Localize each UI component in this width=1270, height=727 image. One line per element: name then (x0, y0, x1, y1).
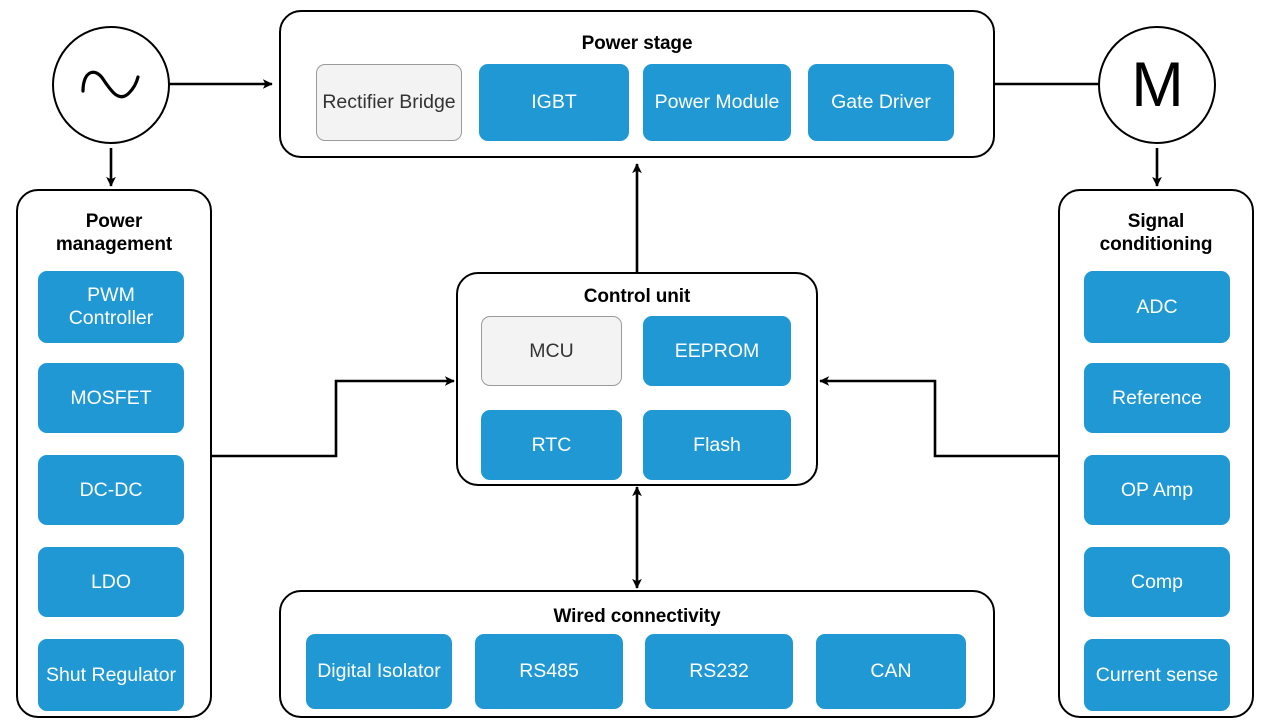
block-mosfet[interactable]: MOSFET (38, 363, 184, 433)
block-eeprom[interactable]: EEPROM (643, 316, 791, 386)
block-rtc[interactable]: RTC (481, 410, 622, 480)
block-rs485[interactable]: RS485 (475, 634, 623, 709)
motor[interactable]: M (1098, 26, 1216, 144)
block-can[interactable]: CAN (816, 634, 966, 709)
wire-signal-conditioning-to-control-unit (819, 376, 1058, 458)
group-wired-connectivity-title: Wired connectivity (553, 606, 721, 627)
block-flash[interactable]: Flash (643, 410, 791, 480)
block-igbt[interactable]: IGBT (479, 64, 629, 141)
block-pwm-controller[interactable]: PWM Controller (38, 271, 184, 343)
block-adc[interactable]: ADC (1084, 271, 1230, 343)
group-power-stage-title: Power stage (581, 33, 693, 54)
wire-power-management-to-control-unit (211, 376, 455, 458)
block-mcu[interactable]: MCU (481, 316, 622, 386)
group-power-management-title: Power management (55, 211, 173, 255)
group-control-unit-title: Control unit (583, 286, 691, 307)
block-reference[interactable]: Reference (1084, 363, 1230, 433)
block-power-module[interactable]: Power Module (643, 64, 791, 141)
block-rs232[interactable]: RS232 (645, 634, 793, 709)
sine-wave-icon (81, 70, 140, 99)
block-dc-dc[interactable]: DC-DC (38, 455, 184, 525)
block-op-amp[interactable]: OP Amp (1084, 455, 1230, 525)
group-signal-conditioning-title: Signal conditioning (1099, 211, 1213, 255)
block-ldo[interactable]: LDO (38, 547, 184, 617)
block-current-sense[interactable]: Current sense (1084, 639, 1230, 711)
motor-label: M (1131, 49, 1183, 120)
ac-source[interactable] (52, 26, 170, 144)
block-comp[interactable]: Comp (1084, 547, 1230, 617)
block-shut-regulator[interactable]: Shut Regulator (38, 639, 184, 711)
block-gate-driver[interactable]: Gate Driver (808, 64, 954, 141)
block-rectifier-bridge[interactable]: Rectifier Bridge (316, 64, 462, 141)
block-digital-isolator[interactable]: Digital Isolator (306, 634, 452, 709)
